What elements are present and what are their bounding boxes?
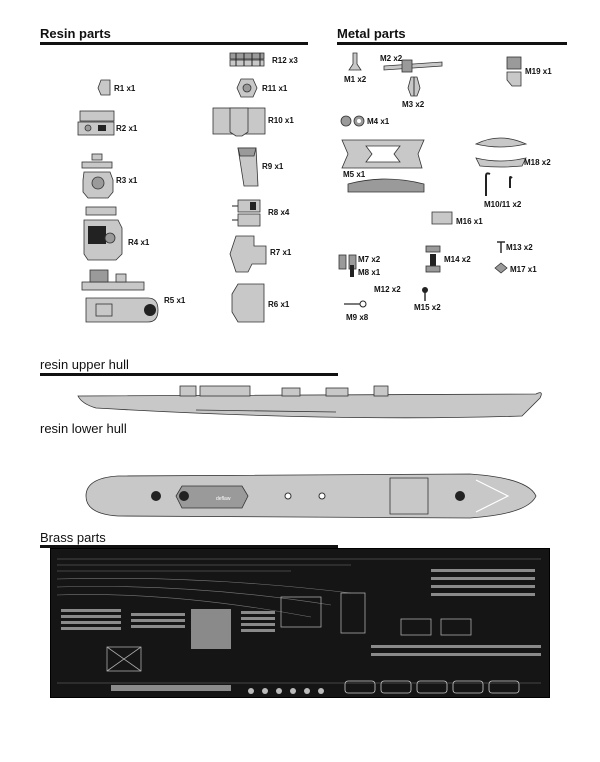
resin-part-r7: [229, 235, 267, 273]
label-r7: R7 x1: [270, 248, 292, 257]
label-m3: M3 x2: [402, 100, 425, 109]
label-r1: R1 x1: [114, 84, 136, 93]
label-m14: M14 x2: [444, 255, 471, 264]
label-r3: R3 x1: [116, 176, 138, 185]
resin-parts-rule: [40, 42, 308, 45]
resin-part-r10: [212, 107, 266, 137]
metal-part-m18: [474, 137, 528, 168]
metal-part-m19: [506, 56, 522, 87]
label-r2: R2 x1: [116, 124, 138, 133]
resin-part-r9: [237, 147, 259, 187]
label-m17: M17 x1: [510, 265, 537, 274]
lower-hull-heading: resin lower hull: [40, 421, 127, 436]
metal-part-m5: [341, 139, 425, 193]
resin-part-r4: [83, 206, 123, 261]
resin-part-r1: [97, 79, 111, 96]
metal-parts-heading: Metal parts: [337, 26, 406, 41]
lower-hull-marking: deflaw: [216, 496, 231, 502]
label-m8: M8 x1: [358, 268, 381, 277]
label-m4: M4 x1: [367, 117, 390, 126]
lower-hull-drawing: deflaw: [85, 473, 537, 519]
resin-part-r5: [81, 269, 159, 323]
metal-part-m17: [494, 262, 508, 274]
brass-fret: [50, 548, 550, 698]
label-r6: R6 x1: [268, 300, 290, 309]
metal-part-m3: [407, 76, 421, 97]
resin-part-r8: [232, 199, 261, 227]
metal-part-m16: [431, 211, 453, 225]
label-m15: M15 x2: [414, 303, 441, 312]
resin-part-r11: [236, 78, 258, 98]
metal-part-m14: [425, 245, 441, 273]
metal-part-m9: [344, 300, 367, 308]
label-r10: R10 x1: [268, 116, 294, 125]
label-r5: R5 x1: [164, 296, 186, 305]
resin-parts-heading: Resin parts: [40, 26, 111, 41]
label-r8: R8 x4: [268, 208, 290, 217]
brass-parts-rule: [40, 545, 338, 548]
label-r9: R9 x1: [262, 162, 284, 171]
label-m18: M18 x2: [524, 158, 551, 167]
resin-part-r2: [77, 110, 115, 136]
metal-parts-rule: [337, 42, 567, 45]
label-m10-11: M10/11 x2: [484, 200, 522, 209]
label-m16: M16 x1: [456, 217, 483, 226]
label-r11: R11 x1: [262, 84, 288, 93]
upper-hull-drawing: [77, 385, 542, 419]
label-r4: R4 x1: [128, 238, 150, 247]
label-m7: M7 x2: [358, 255, 381, 264]
metal-part-m15: [422, 287, 428, 301]
resin-part-r6: [231, 283, 265, 323]
metal-part-m10-11: [485, 172, 513, 196]
upper-hull-rule: [40, 373, 338, 376]
label-m12: M12 x2: [374, 285, 401, 294]
label-m5: M5 x1: [343, 170, 366, 179]
resin-part-r3: [81, 153, 114, 199]
label-m9: M9 x8: [346, 313, 369, 322]
label-r12: R12 x3: [272, 56, 298, 65]
metal-part-m2: [383, 59, 443, 73]
brass-fret-detail: [56, 558, 541, 694]
label-m19: M19 x1: [525, 67, 552, 76]
upper-hull-heading: resin upper hull: [40, 357, 129, 372]
resin-part-r12: [229, 52, 265, 67]
brass-parts-heading: Brass parts: [40, 530, 106, 545]
metal-part-m4: [340, 115, 365, 127]
metal-part-m8: [350, 265, 354, 277]
label-m1: M1 x2: [344, 75, 367, 84]
metal-part-m13: [497, 241, 505, 253]
label-m13: M13 x2: [506, 243, 533, 252]
label-m2: M2 x2: [380, 54, 403, 63]
metal-part-m1: [348, 52, 362, 71]
